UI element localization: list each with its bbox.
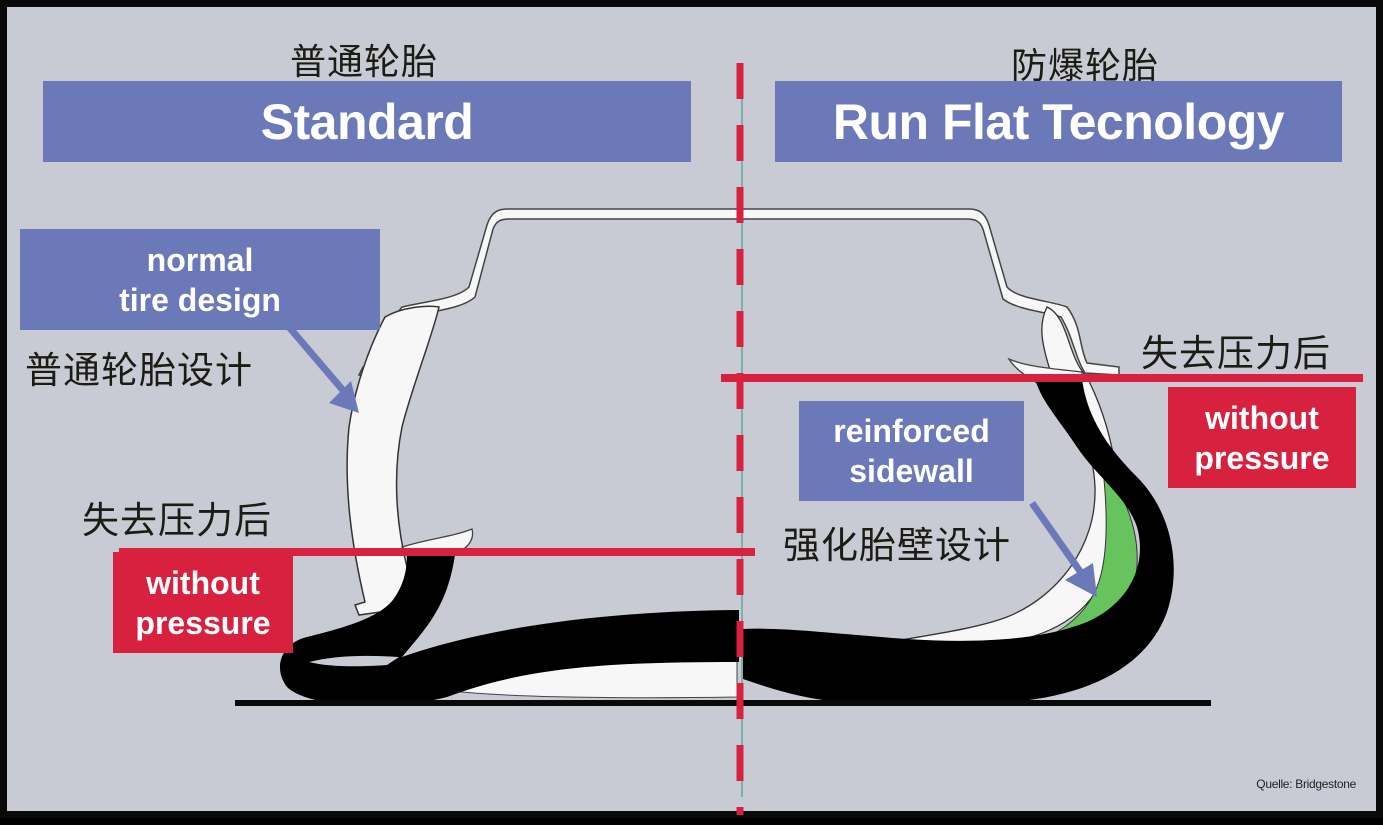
- callout-line-1: reinforced: [833, 413, 990, 449]
- wheel-rim-outline: [357, 208, 1120, 376]
- pressure-line-2: pressure: [135, 604, 271, 641]
- tire-comparison-illustration: [119, 63, 1363, 815]
- ground-line: [235, 700, 1211, 706]
- pressure-line-1: without: [146, 564, 260, 601]
- reinforced-sidewall-callout: reinforced sidewall: [799, 401, 1024, 501]
- standard-banner: Standard: [43, 81, 691, 162]
- source-credit: Quelle: Bridgestone: [1256, 777, 1356, 791]
- standard-banner-label: Standard: [260, 93, 474, 150]
- left-title-cn: 普通轮胎: [290, 42, 439, 83]
- normal-tire-design-cn: 普通轮胎设计: [25, 349, 253, 392]
- callout-line-2: tire design: [119, 281, 281, 318]
- right-without-pressure-box: without pressure: [1168, 387, 1356, 488]
- left-pressure-loss-cn: 失去压力后: [82, 499, 272, 542]
- arrow-reinforced-sidewall-icon: [1029, 500, 1097, 597]
- pressure-line-1: without: [1205, 399, 1319, 436]
- left-tire-gap: [309, 655, 399, 667]
- runflat-banner: Run Flat Tecnology: [775, 81, 1342, 162]
- pressure-line-2: pressure: [1194, 439, 1330, 476]
- normal-tire-design-callout: normal tire design: [20, 229, 380, 330]
- left-without-pressure-box: without pressure: [113, 552, 293, 653]
- right-pressure-line: [721, 374, 1363, 382]
- right-runflat-tire: [743, 379, 1174, 704]
- callout-line-1: normal: [146, 241, 254, 278]
- reinforced-sidewall-cn: 强化胎壁设计: [783, 524, 1011, 567]
- right-title-cn: 防爆轮胎: [1011, 46, 1160, 87]
- left-flat-tire: [279, 555, 739, 706]
- left-pressure-line: [119, 548, 755, 556]
- right-pressure-loss-cn: 失去压力后: [1141, 332, 1331, 375]
- callout-line-2: sidewall: [849, 453, 974, 489]
- arrow-normal-tire-icon: [286, 324, 359, 413]
- runflat-banner-label: Run Flat Tecnology: [832, 93, 1285, 150]
